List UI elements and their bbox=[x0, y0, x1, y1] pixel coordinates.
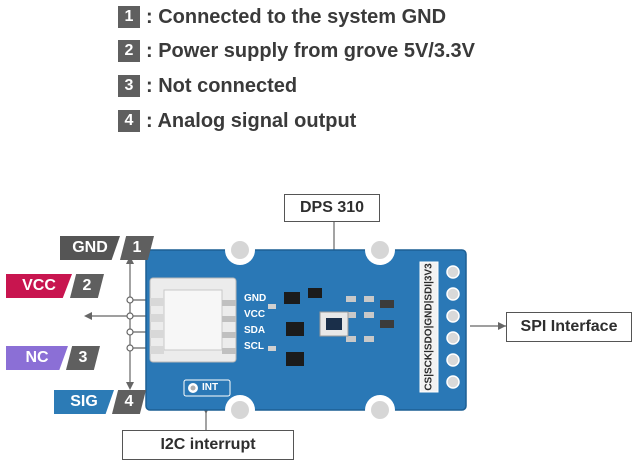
dps310-sensor bbox=[319, 311, 349, 337]
legend-item-1: 1 : Connected to the system GND bbox=[118, 4, 446, 30]
legend-number-3: 3 bbox=[118, 75, 140, 97]
silk-gnd: GND bbox=[244, 293, 267, 304]
pin-number-1: 1 bbox=[120, 236, 154, 260]
header-pins bbox=[419, 261, 460, 393]
legend-number-2: 2 bbox=[118, 40, 140, 62]
legend-item-4: 4 : Analog signal output bbox=[118, 108, 356, 134]
pin-tag-gnd: GND bbox=[60, 236, 120, 260]
pin-number-3: 3 bbox=[66, 346, 100, 370]
legend-item-3: 3 : Not connected bbox=[118, 73, 297, 99]
silk-sda: SDA bbox=[244, 325, 266, 336]
legend-text-2: : Power supply from grove 5V/3.3V bbox=[146, 39, 475, 62]
legend-text-4: : Analog signal output bbox=[146, 109, 357, 132]
legend-item-2: 2 : Power supply from grove 5V/3.3V bbox=[118, 38, 475, 64]
grove-connector bbox=[149, 277, 237, 363]
chip-label: DPS 310 bbox=[284, 194, 380, 222]
silk-vcc: VCC bbox=[244, 309, 266, 320]
legend-text-1: : Connected to the system GND bbox=[146, 5, 447, 28]
spi-interface-label: SPI Interface bbox=[506, 312, 632, 342]
pin-number-2: 2 bbox=[70, 274, 104, 298]
legend-text-3: : Not connected bbox=[146, 74, 298, 97]
pin-tag-sig: SIG bbox=[54, 390, 114, 414]
pin-tag-vcc: VCC bbox=[6, 274, 72, 298]
pin-number-4: 4 bbox=[112, 390, 146, 414]
silk-int: INT bbox=[202, 382, 219, 393]
silk-header-labels: CS|SCK|SDO|GND|SDI|3V3 bbox=[423, 263, 435, 391]
legend-number-4: 4 bbox=[118, 110, 140, 132]
silk-scl: SCL bbox=[244, 341, 264, 352]
int-pad bbox=[183, 379, 231, 397]
smd-components bbox=[268, 288, 394, 366]
i2c-interrupt-label: I2C interrupt bbox=[122, 430, 294, 460]
pin-tag-nc: NC bbox=[6, 346, 68, 370]
legend-number-1: 1 bbox=[118, 6, 140, 28]
